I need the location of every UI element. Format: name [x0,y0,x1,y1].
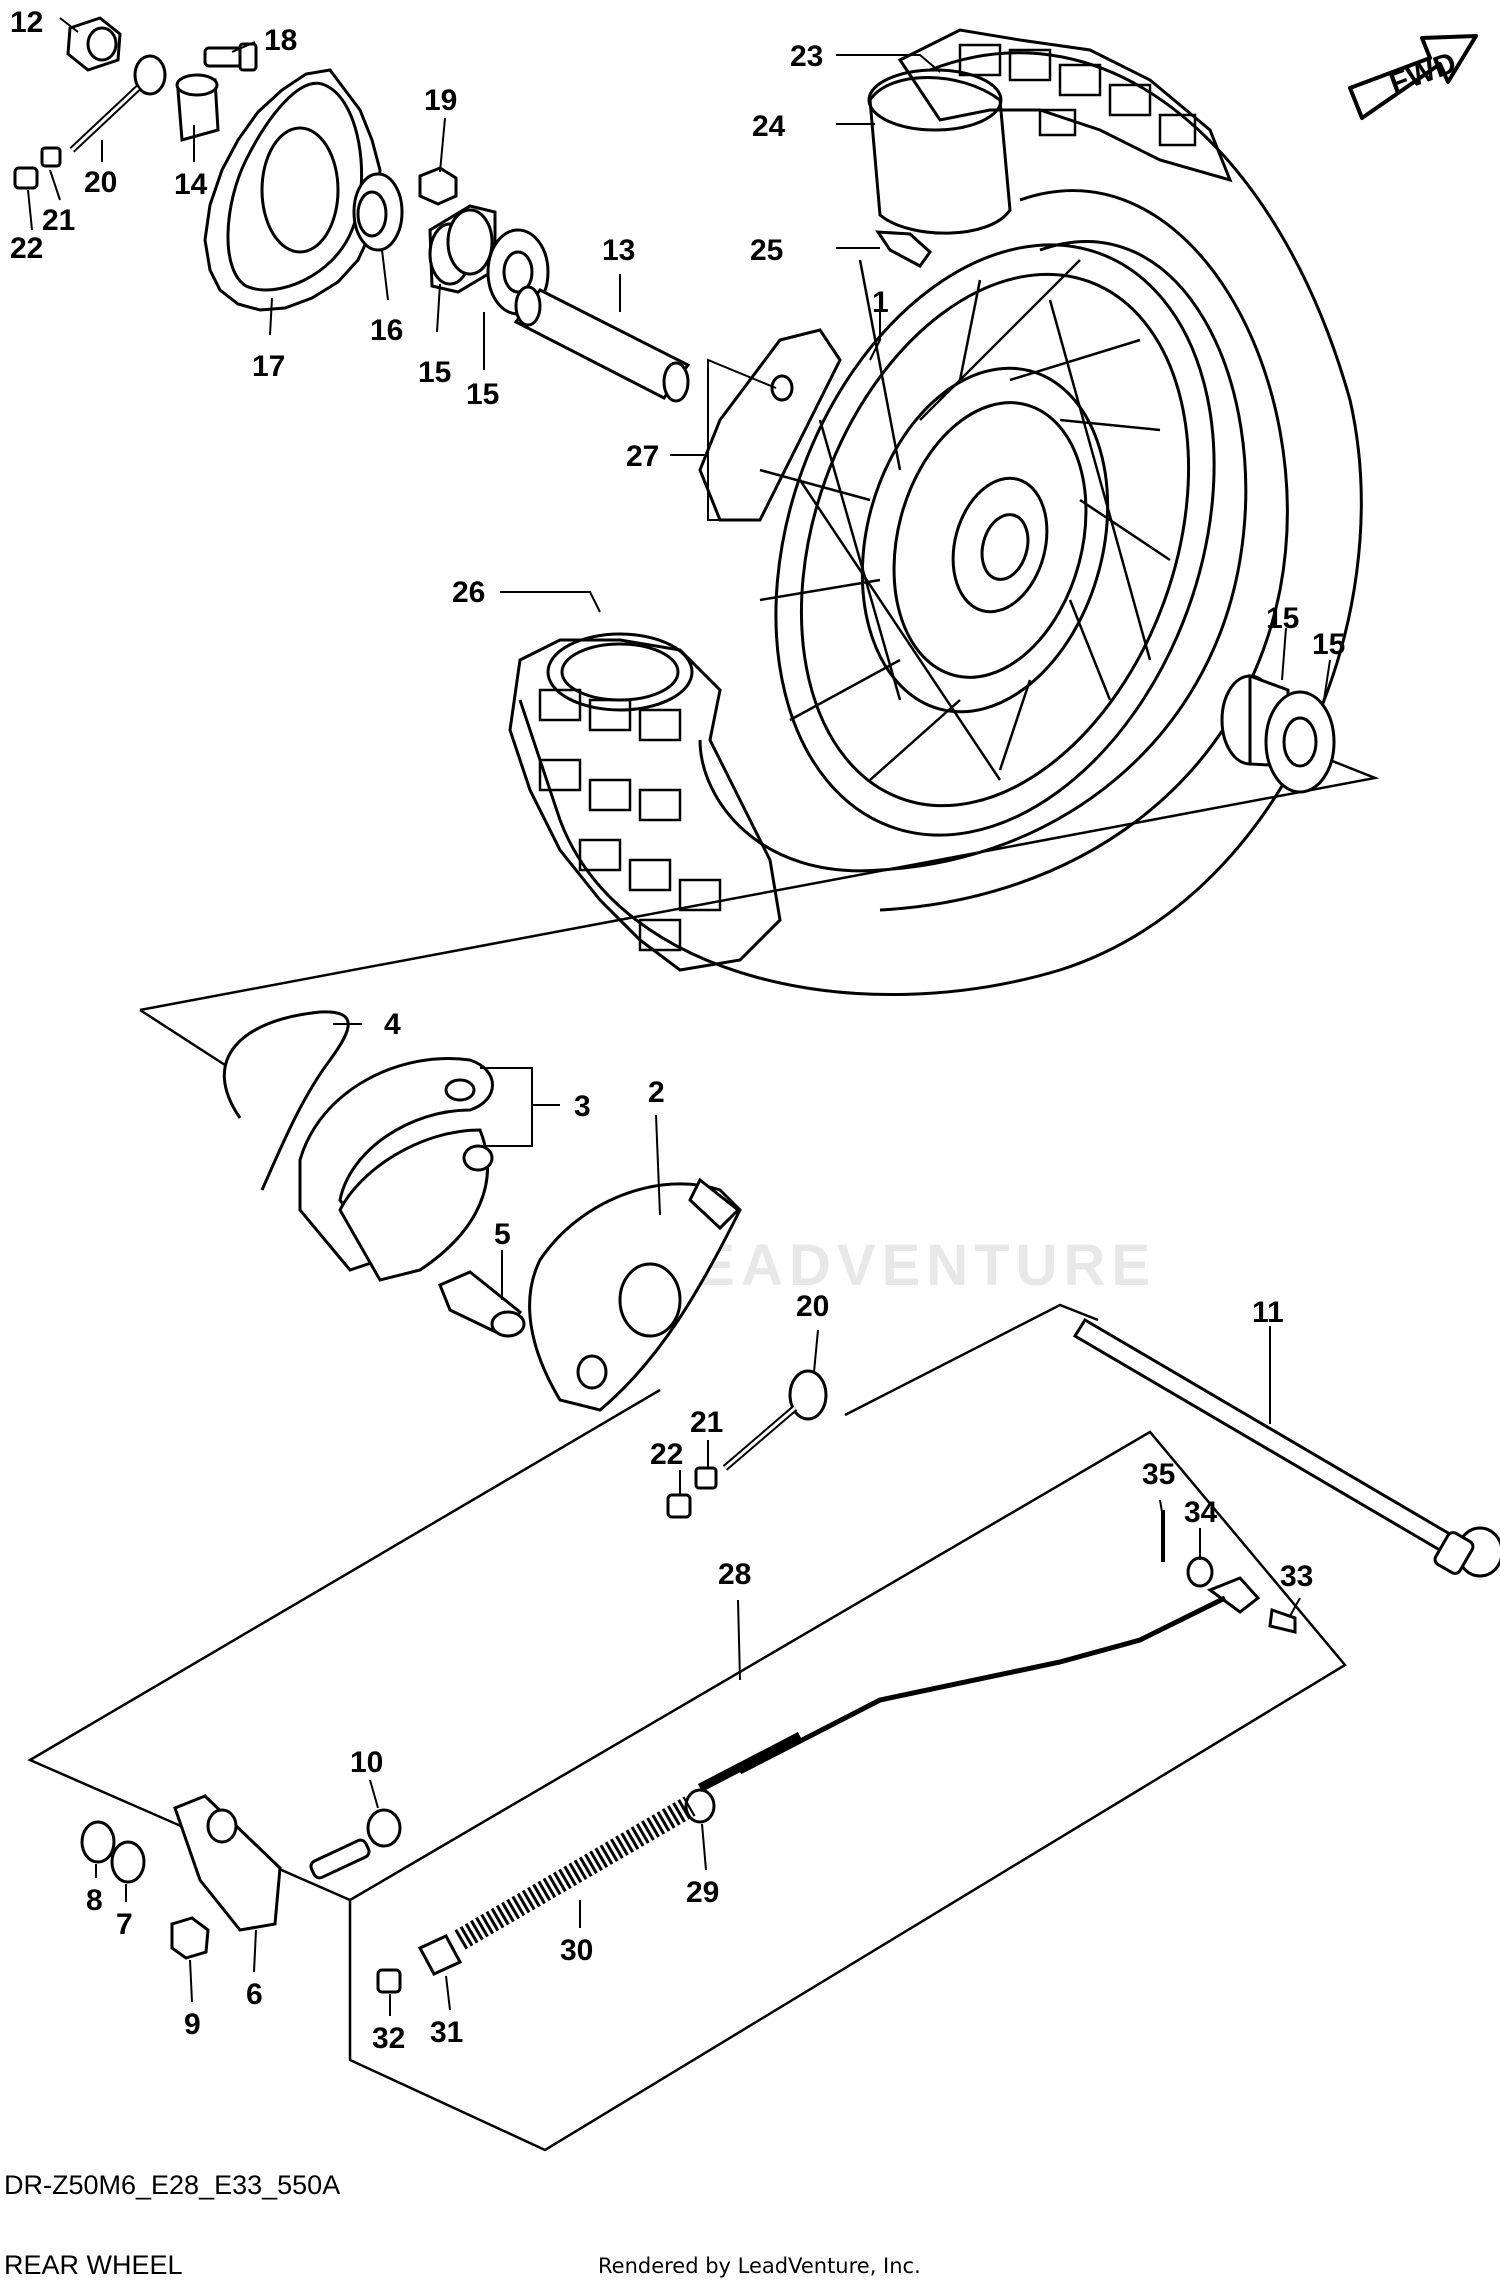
callout-2: 2 [648,1076,665,1109]
callout-13: 13 [602,234,635,267]
axle-group [666,1317,1500,1578]
callout-22: 22 [10,232,43,265]
callout-26: 26 [452,576,485,609]
callout-19: 19 [424,84,457,117]
callout-18: 18 [264,24,297,57]
callout-34: 34 [1184,1496,1218,1529]
fwd-label: FWD [1385,46,1460,100]
callout-1: 1 [872,286,889,319]
render-credit: Rendered by LeadVenture, Inc. [598,2254,921,2278]
diagram-title: REAR WHEEL [4,2250,183,2280]
callout-32: 32 [372,2022,405,2055]
callout-29: 29 [686,1876,719,1909]
leader-lines [27,17,1331,2016]
callout-3: 3 [574,1090,591,1123]
right-bearings [1220,673,1336,794]
sprocket-hardware-group [13,16,691,403]
rear-wheel-assembly [508,28,1363,997]
callout-27: 27 [626,440,659,473]
callout-14: 14 [174,168,208,201]
callout-35: 35 [1142,1458,1175,1491]
fwd-arrow-icon: FWD [1348,34,1478,120]
callout-25: 25 [750,234,783,267]
callout-11: 11 [1252,1296,1284,1329]
callout-12: 12 [10,6,43,39]
callout-4: 4 [384,1008,401,1041]
callout-22: 22 [650,1438,683,1471]
callout-labels: 12 18 19 20 14 21 22 16 15 15 17 13 23 2… [10,6,1345,2055]
section-boundaries [27,731,1380,2152]
callout-15: 15 [466,378,499,411]
callout-31: 31 [430,2016,463,2049]
callout-8: 8 [86,1884,103,1917]
callout-15: 15 [418,356,451,389]
callout-5: 5 [494,1218,511,1251]
callout-17: 17 [252,350,285,383]
callout-20: 20 [796,1290,829,1323]
callout-24: 24 [752,110,786,143]
callout-15: 15 [1312,628,1345,661]
brake-assembly [222,1010,742,1412]
callout-28: 28 [718,1558,751,1591]
callout-23: 23 [790,40,823,73]
watermark: LEADVENTURE [655,1233,1157,1298]
callout-21: 21 [42,204,75,237]
callout-16: 16 [370,314,403,347]
callout-21: 21 [690,1406,723,1439]
callout-10: 10 [350,1746,383,1779]
callout-30: 30 [560,1934,593,1967]
brake-rod-assembly [80,1510,1297,1994]
callout-7: 7 [116,1908,133,1941]
callout-33: 33 [1280,1560,1313,1593]
callout-9: 9 [184,2008,201,2041]
diagram-code: DR-Z50M6_E28_E33_550A [4,2170,341,2200]
callout-15: 15 [1266,602,1299,635]
callout-20: 20 [84,166,117,199]
callout-6: 6 [246,1978,263,2011]
